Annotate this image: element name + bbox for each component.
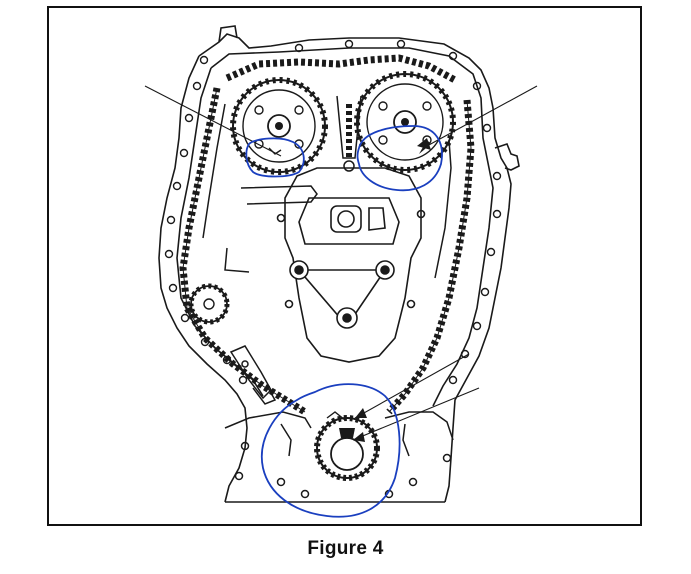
crank-sprocket <box>314 411 380 481</box>
leader-line-crank-lower <box>352 387 480 441</box>
engine-block-outline <box>158 25 520 503</box>
leader-line-crank-upper <box>354 353 470 419</box>
leader-line-left-cam <box>144 85 282 157</box>
right-cam-sprocket <box>354 71 456 173</box>
annotation-circle-right-cam <box>356 125 443 192</box>
leader-arrowheads <box>353 140 431 442</box>
leader-lines <box>144 85 538 441</box>
timing-chain <box>179 54 475 415</box>
perimeter-bolts <box>164 39 502 385</box>
lower-cover <box>224 411 454 499</box>
chain-tensioner <box>229 345 277 405</box>
idler-sprocket <box>188 283 230 325</box>
leader-line-right-cam <box>426 85 538 147</box>
figure-frame <box>47 6 642 526</box>
central-housing <box>276 167 426 363</box>
annotation-circle-crank <box>261 383 401 518</box>
engine-timing-diagram <box>144 25 538 518</box>
annotation-circle-left-cam <box>245 137 305 178</box>
annotation-circles <box>245 125 443 518</box>
center-chain-guide <box>336 95 362 172</box>
figure-caption: Figure 4 <box>307 538 384 559</box>
